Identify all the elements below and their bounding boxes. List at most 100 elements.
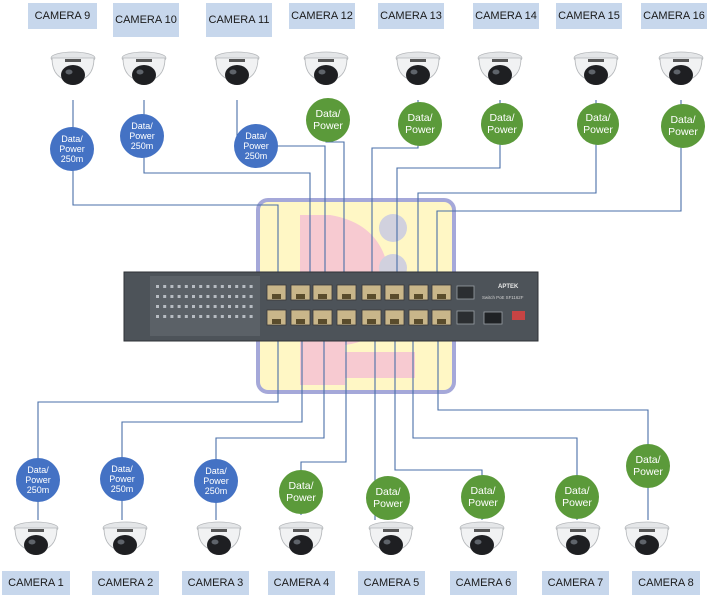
camera-brand-plate [28,529,44,532]
camera-label-11: CAMERA 11 [206,3,272,37]
connection-badge-14: Data/Power [481,103,523,145]
connection-badge-16: Data/Power [661,104,705,148]
camera-dome [488,65,512,85]
status-led [163,315,167,318]
camera-lens-glare [293,539,301,545]
badge-text: Data/ [27,465,49,475]
badge-text: Power [243,141,269,151]
badge-text: Data/ [288,480,314,492]
camera-brand-plate [136,59,152,62]
connection-badge-13: Data/Power [398,102,442,146]
status-led [235,285,239,288]
badge-text: Data/ [585,112,611,124]
camera-brand-plate [410,59,426,62]
badge-text: 250m [244,151,268,161]
badge-text: Power [286,492,316,504]
connection-badge-12: Data/Power [306,98,350,142]
badge-text: 250m [110,484,134,494]
status-led [220,305,224,308]
status-led [228,315,231,318]
status-led [235,305,239,308]
camera-dome [225,65,249,85]
status-led [170,285,174,288]
port-latch [390,319,399,324]
camera-dome [289,535,313,555]
ethernet-port [312,309,333,326]
port-latch [318,319,327,324]
camera-brand-plate [293,529,309,532]
camera-icon-12 [303,51,349,85]
camera-dome [406,65,430,85]
ethernet-port [361,309,382,326]
status-led [220,315,224,318]
camera-dome [584,65,608,85]
badge-text: Data/ [670,114,696,126]
status-led [249,305,253,308]
camera-dome [207,535,231,555]
badge-text: Power [633,466,663,478]
status-led [249,315,253,318]
badge-text: Power [313,120,343,132]
status-led [213,315,217,318]
watermark-dot-top [379,214,407,242]
camera-lens-glare [410,69,418,75]
camera-dome [566,535,590,555]
camera-lens-glare [28,539,36,545]
camera-dome [314,65,338,85]
port-latch [414,319,423,324]
badge-text: Power [373,498,403,510]
badge-text: Data/ [131,121,153,131]
camera-label-16: CAMERA 16 [641,3,707,29]
wire-camera-15 [417,100,597,290]
camera-label-10: CAMERA 10 [113,3,179,37]
status-led [163,285,167,288]
camera-dome [132,65,156,85]
camera-label-4: CAMERA 4 [268,571,335,595]
status-led [163,305,167,308]
port-latch [318,294,327,299]
status-led [199,305,203,308]
camera-brand-plate [229,59,245,62]
camera-dome [669,65,693,85]
camera-label-5: CAMERA 5 [358,571,425,595]
status-led [249,295,253,298]
camera-label-3: CAMERA 3 [182,571,249,595]
status-led [206,285,210,288]
camera-dome [470,535,494,555]
port-latch [342,294,351,299]
status-led [213,305,217,308]
camera-lens-glare [117,539,125,545]
badge-text: 250m [130,141,154,151]
camera-icon-10 [121,51,167,85]
camera-label-6: CAMERA 6 [450,571,517,595]
camera-lens-glare [211,539,219,545]
port-latch [272,319,281,324]
camera-label-13: CAMERA 13 [378,3,444,29]
ethernet-port [431,284,452,301]
camera-brand-plate [318,59,334,62]
status-led [228,285,231,288]
badge-text: Power [562,497,592,509]
camera-dome [24,535,48,555]
status-led [199,285,203,288]
ethernet-port [312,284,333,301]
camera-icon-7 [555,521,601,555]
port-latch [390,294,399,299]
camera-label-8: CAMERA 8 [632,571,700,595]
connection-badge-8: Data/Power [626,444,670,488]
sfp-port [483,311,503,325]
port-latch [342,319,351,324]
status-led [213,285,217,288]
camera-icon-9 [50,51,96,85]
badge-text: 250m [204,486,228,496]
status-led [177,295,181,298]
ethernet-port [431,309,452,326]
status-led [170,305,174,308]
connection-badge-7: Data/Power [555,475,599,519]
ethernet-port [266,309,287,326]
camera-lens-glare [570,539,578,545]
badge-text: 250m [26,485,50,495]
